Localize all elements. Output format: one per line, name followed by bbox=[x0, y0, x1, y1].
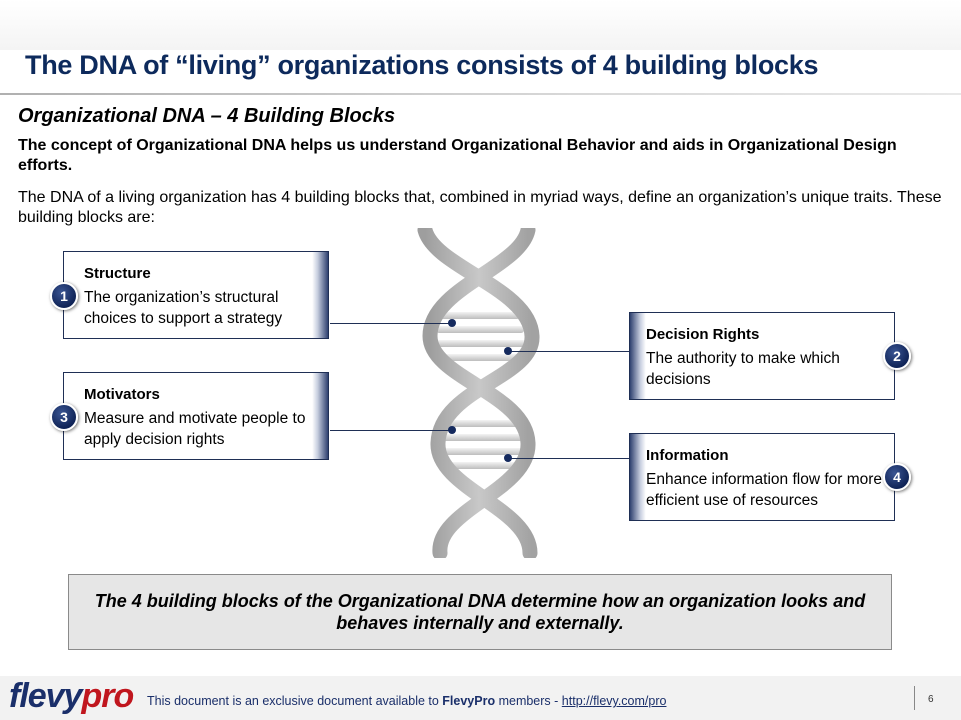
helix-strand-b bbox=[422, 228, 536, 558]
number-badge: 4 bbox=[883, 463, 911, 491]
block-title: Information bbox=[646, 447, 729, 464]
footer-note-prefix: This document is an exclusive document a… bbox=[147, 694, 443, 708]
connector-dot bbox=[504, 347, 512, 355]
footer-bar bbox=[0, 676, 961, 720]
logo-main: flevy bbox=[9, 677, 82, 715]
dna-helix-icon bbox=[417, 228, 540, 558]
helix-rungs bbox=[436, 312, 526, 469]
number-badge: 2 bbox=[883, 342, 911, 370]
connector-motivators bbox=[330, 430, 452, 431]
footer-note-brand: FlevyPro bbox=[442, 694, 496, 708]
connector-decision-rights bbox=[508, 351, 630, 352]
block-description: Enhance information flow for more effici… bbox=[646, 471, 883, 509]
callout-text: The 4 building blocks of the Organizatio… bbox=[94, 591, 866, 633]
connector-structure bbox=[330, 323, 452, 324]
flevypro-logo: flevypro bbox=[9, 677, 135, 716]
block-information: Information Enhance information flow for… bbox=[629, 433, 895, 521]
flevypro-link[interactable]: http://flevy.com/pro bbox=[561, 694, 667, 708]
header-background bbox=[0, 0, 961, 50]
summary-callout: The 4 building blocks of the Organizatio… bbox=[68, 574, 892, 650]
connector-dot bbox=[448, 426, 456, 434]
block-title: Motivators bbox=[84, 386, 160, 403]
title-divider bbox=[0, 93, 961, 95]
block-title: Structure bbox=[84, 265, 151, 282]
page-title: The DNA of “living” organizations consis… bbox=[25, 50, 819, 80]
lead-paragraph: The concept of Organizational DNA helps … bbox=[18, 137, 897, 174]
body-paragraph: The DNA of a living organization has 4 b… bbox=[18, 189, 942, 226]
block-structure: Structure The organization’s structural … bbox=[63, 251, 329, 339]
footer-note-middle: members - bbox=[495, 694, 562, 708]
block-title: Decision Rights bbox=[646, 326, 760, 343]
block-description: The authority to make which decisions bbox=[646, 350, 840, 388]
number-badge: 1 bbox=[50, 282, 78, 310]
connector-dot bbox=[504, 454, 512, 462]
logo-accent: pro bbox=[81, 677, 135, 715]
block-description: The organization’s structural choices to… bbox=[84, 289, 283, 327]
block-decision-rights: Decision Rights The authority to make wh… bbox=[629, 312, 895, 400]
footer-divider bbox=[914, 686, 915, 710]
connector-information bbox=[508, 458, 630, 459]
section-subtitle: Organizational DNA – 4 Building Blocks bbox=[18, 105, 396, 127]
number-badge: 3 bbox=[50, 403, 78, 431]
block-description: Measure and motivate people to apply dec… bbox=[84, 410, 306, 448]
block-motivators: Motivators Measure and motivate people t… bbox=[63, 372, 329, 460]
page-number: 6 bbox=[928, 694, 934, 705]
connector-dot bbox=[448, 319, 456, 327]
footer-note: This document is an exclusive document a… bbox=[147, 694, 666, 708]
